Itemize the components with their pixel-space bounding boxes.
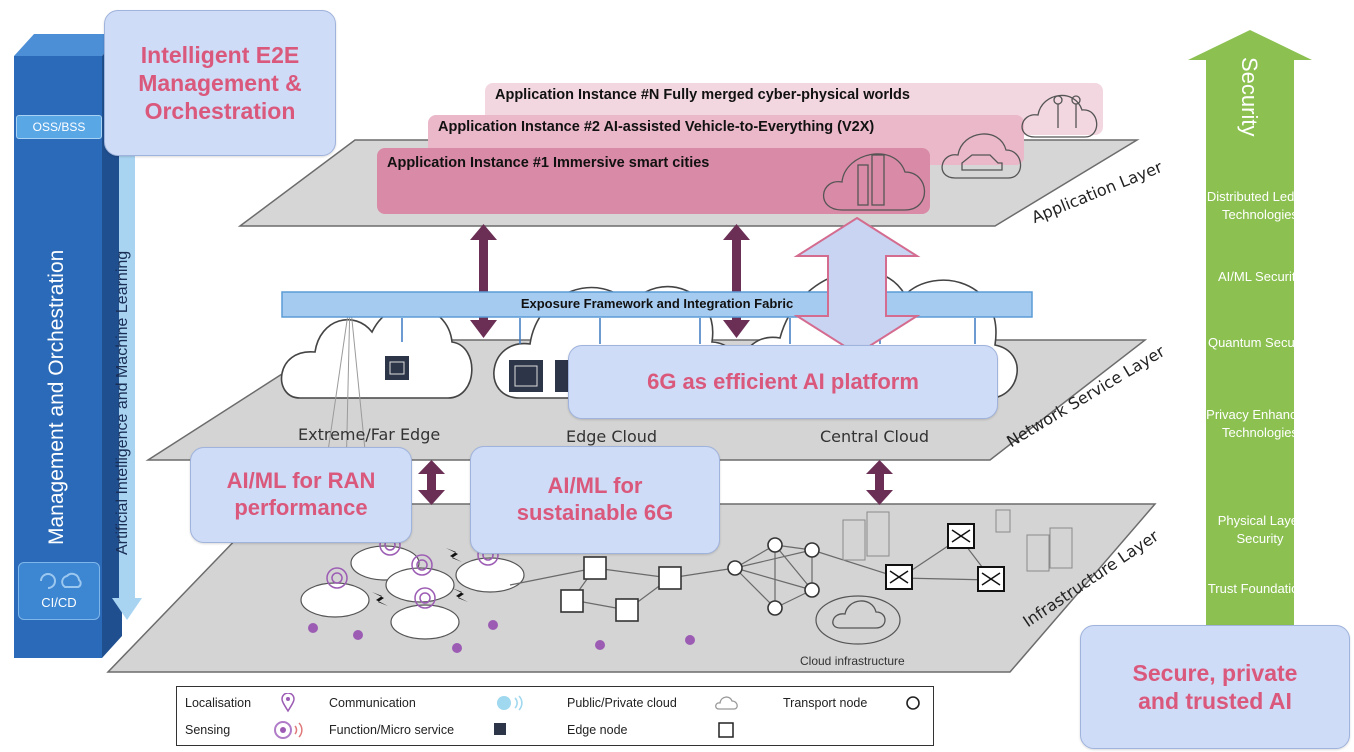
cicd-icon: [40, 572, 82, 589]
security-item-privacy: Privacy Enhancing Technologies: [1206, 407, 1314, 440]
app-instance-1: Application Instance #1 Immersive smart …: [387, 155, 710, 171]
cicd-box: CI/CD: [18, 562, 100, 620]
far-edge-label: Extreme/Far Edge: [298, 425, 441, 444]
transport-node-icon: [906, 696, 920, 710]
callout-ran-performance: AI/ML for RAN performance: [190, 447, 412, 543]
edge-cloud-label: Edge Cloud: [566, 427, 658, 446]
security-item-ledger: Distributed Ledger Technologies: [1206, 189, 1314, 222]
legend-public-private-cloud: Public/Private cloud: [567, 696, 677, 710]
app-instance-n: Application Instance #N Fully merged cyb…: [495, 87, 910, 103]
infrastructure-plane: [106, 503, 1157, 673]
edge-node-icon: [718, 722, 734, 738]
function-icon: [494, 723, 506, 735]
callout-e2e-management: Intelligent E2E Management & Orchestrati…: [104, 10, 336, 156]
sensing-icon: [274, 721, 303, 739]
legend-localisation: Localisation: [185, 696, 252, 710]
security-title: Security: [1237, 57, 1262, 137]
legend-communication: Communication: [329, 696, 416, 710]
legend-box: Localisation Communication Public/Privat…: [176, 686, 934, 746]
arrow-app-fabric-2: [723, 224, 750, 338]
legend-function-micro: Function/Micro service: [329, 723, 455, 737]
app-instance-2: Application Instance #2 AI-assisted Vehi…: [438, 119, 875, 135]
oss-bss-box: OSS/BSS: [16, 115, 102, 139]
communication-icon: [497, 695, 523, 711]
far-edge-cloud: [280, 304, 473, 399]
arrow-net-infra-2: [866, 460, 893, 505]
legend-sensing: Sensing: [185, 723, 231, 737]
exposure-fabric-bar: [281, 291, 1033, 318]
exposure-fabric-label: Exposure Framework and Integration Fabri…: [520, 296, 794, 311]
central-cloud-label: Central Cloud: [820, 427, 930, 446]
cloud-infrastructure-label: Cloud infrastructure: [800, 654, 905, 668]
legend-edge-node: Edge node: [567, 723, 628, 737]
security-item-aiml: AI/ML Security: [1217, 269, 1303, 284]
arrow-net-infra-1: [418, 460, 445, 505]
cloud-icon: [715, 696, 738, 710]
security-item-physical: Physical Layer Security: [1217, 513, 1303, 546]
callout-ai-platform: 6G as efficient AI platform: [568, 345, 998, 419]
arrow-app-fabric-1: [470, 224, 497, 338]
callout-secure-ai: Secure, private and trusted AI: [1080, 625, 1350, 749]
callout-sustainable-6g: AI/ML for sustainable 6G: [470, 446, 720, 554]
security-item-quantum: Quantum Security: [1207, 335, 1313, 350]
security-item-trust: Trust Foundations: [1207, 581, 1313, 596]
localisation-icon: [281, 693, 295, 713]
legend-transport-node: Transport node: [783, 696, 868, 710]
